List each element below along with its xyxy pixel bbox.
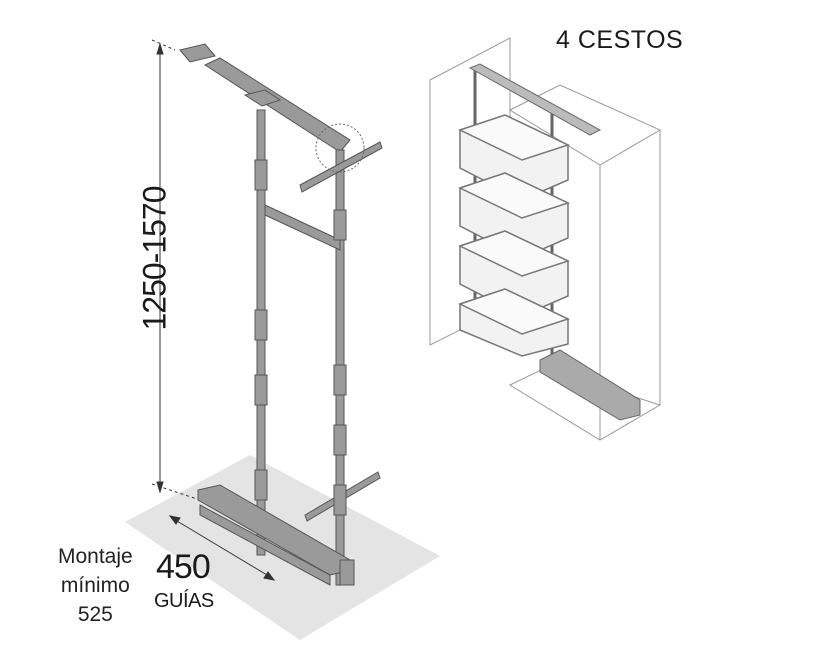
detail-circle [315, 123, 365, 173]
guides-label: GUÍAS [154, 590, 214, 612]
basket [458, 288, 571, 357]
min-mounting-value: 525 [77, 603, 113, 626]
min-mounting-label: Montaje mínimo 525 [58, 542, 133, 629]
guide-dimension-line [168, 515, 276, 581]
guides-length-value: 450 [156, 548, 211, 586]
baskets [458, 114, 571, 357]
height-dimension-line [151, 39, 201, 501]
pantry-frame [179, 43, 383, 586]
min-mounting-line1: Montaje [58, 545, 133, 568]
min-mounting-line2: mínimo [60, 574, 130, 597]
baskets-count-title: 4 CESTOS [556, 26, 684, 54]
height-dimension-label: 1250-1570 [136, 186, 173, 331]
